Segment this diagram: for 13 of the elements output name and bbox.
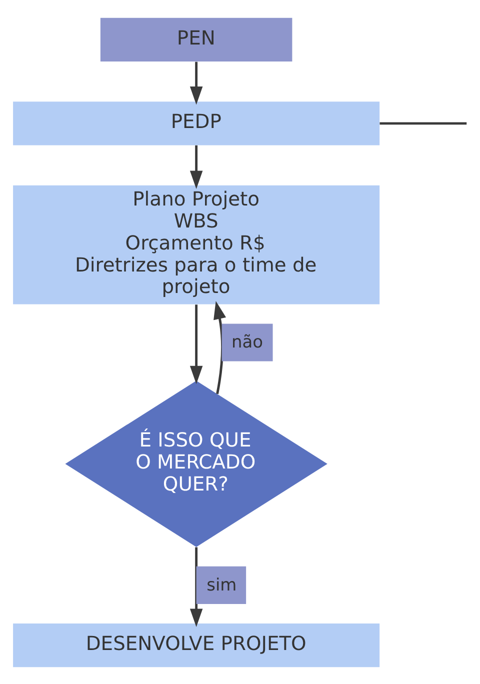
arrow xyxy=(190,546,203,626)
connector xyxy=(380,122,467,124)
arrow xyxy=(214,300,226,394)
node-box: DESENVOLVE PROJETO xyxy=(13,622,380,667)
arrow xyxy=(190,144,203,188)
edge-label: sim xyxy=(206,574,237,595)
node-box: PEN xyxy=(100,17,292,62)
arrow xyxy=(190,61,203,104)
node-diamond: É ISSO QUE O MERCADO QUER? xyxy=(65,380,328,546)
arrow xyxy=(190,304,203,384)
node-box: PEDP xyxy=(13,101,380,145)
node-box: Plano Projeto WBS Orçamento R$ Diretrizes para o time de projeto xyxy=(13,184,380,304)
edge-label: não xyxy=(232,332,264,352)
